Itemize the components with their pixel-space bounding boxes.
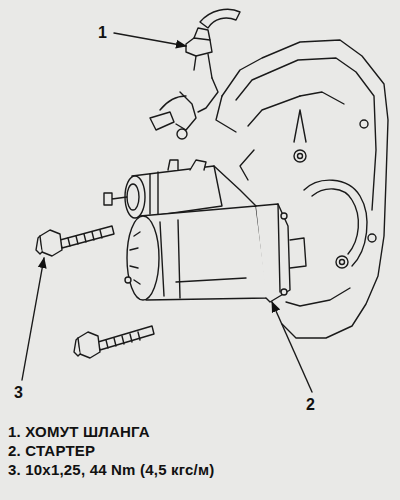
legend-text: 1. ХОМУТ ШЛАНГА	[8, 424, 150, 441]
callout-number: 1	[98, 24, 107, 42]
callout-number: 2	[306, 396, 315, 414]
callout-number: 3	[14, 384, 23, 402]
leader-line	[272, 302, 312, 392]
legend-text: 2. СТАРТЕР	[8, 443, 95, 460]
starter-solenoid	[104, 160, 222, 218]
starter-motor	[125, 166, 306, 302]
legend-text: 3. 10x1,25, 44 Nm (4,5 кгс/м)	[8, 462, 214, 479]
leader-line	[114, 33, 186, 46]
mounting-bolt	[74, 326, 154, 358]
hose-clamp	[150, 9, 240, 139]
leader-line	[22, 258, 44, 380]
mounting-bolt	[36, 226, 114, 256]
